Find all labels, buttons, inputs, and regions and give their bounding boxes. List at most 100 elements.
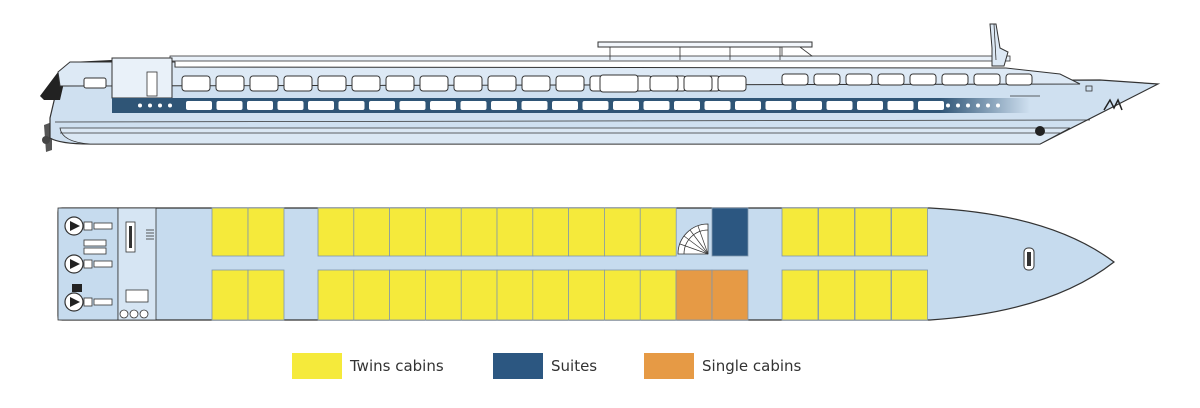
stern-door (146, 71, 158, 97)
ship-side-view (40, 23, 1161, 152)
engine-arrow-icon (70, 259, 80, 269)
bow-window (845, 73, 873, 86)
upper-window (385, 75, 415, 92)
engine-shaft (93, 298, 113, 306)
hull-line (54, 119, 1091, 123)
twin-cabin (247, 207, 285, 257)
upper-window (215, 75, 245, 92)
twin-cabin (854, 207, 892, 257)
twin-cabin (353, 207, 391, 257)
twin-cabin (424, 207, 462, 257)
bow-window (909, 73, 937, 86)
twin-cabin (496, 207, 534, 257)
yellow-swatch (292, 353, 342, 379)
legend: Twins cabins Suites Single cabins (0, 352, 1200, 382)
bow-capstan-core (1027, 252, 1031, 266)
twin-cabin (389, 269, 427, 321)
bow-light (1085, 85, 1093, 92)
twin-cabin (317, 207, 355, 257)
upper-window (181, 75, 211, 92)
twin-cabin (532, 207, 570, 257)
porthole-icon (946, 103, 950, 108)
porthole-icon (966, 103, 970, 108)
lower-window (216, 101, 243, 110)
engine-arrow-icon (70, 297, 80, 307)
anchor-icon (1035, 126, 1045, 136)
tank-icon (139, 309, 149, 319)
lower-window (369, 101, 395, 110)
twin-cabin (604, 207, 641, 257)
lounge-window (599, 74, 639, 93)
lower-window (277, 101, 304, 110)
upper-window (649, 75, 679, 92)
cabin-grid (211, 207, 928, 321)
wheelhouse (781, 46, 814, 57)
lower-window (460, 101, 487, 110)
upper-window (249, 75, 279, 92)
sun-deck-awning (597, 41, 813, 48)
twin-cabin (818, 207, 855, 257)
stern-house (111, 57, 173, 99)
lower-window (186, 101, 212, 110)
bow-window (877, 73, 905, 86)
twin-cabin (317, 269, 355, 321)
porthole-icon (956, 103, 960, 108)
hull-lower-strip (59, 127, 1071, 145)
lower-window (735, 101, 761, 110)
twin-cabin (389, 207, 427, 257)
lower-window (308, 101, 334, 110)
lower-window (338, 101, 365, 110)
lower-window (430, 101, 456, 110)
lower-window (826, 101, 853, 110)
twin-cabin (604, 269, 641, 321)
stern-stairs-icon (146, 229, 154, 240)
tank-icon (119, 309, 129, 319)
engine-shaft (83, 221, 93, 231)
twin-cabin (568, 207, 605, 257)
lower-window (613, 101, 639, 110)
twin-cabin (639, 269, 677, 321)
porthole-icon (158, 103, 162, 108)
lower-window (918, 101, 944, 110)
lower-window (674, 101, 700, 110)
lower-window (491, 101, 517, 110)
twin-cabin (460, 207, 498, 257)
twin-cabin (496, 269, 534, 321)
lower-window (552, 101, 578, 110)
twin-cabin (818, 269, 855, 321)
twin-cabin (639, 207, 677, 257)
bow-window (941, 73, 969, 86)
lower-window (582, 101, 609, 110)
spiral-staircase-icon (677, 223, 709, 255)
sun-deck-rail (169, 55, 1011, 62)
bow-window (1005, 73, 1033, 86)
upper-window (521, 75, 551, 92)
lower-window (857, 101, 883, 110)
twin-cabin (891, 207, 928, 257)
engine-group (64, 216, 113, 312)
lower-window (765, 101, 792, 110)
legend-item-single: Single cabins (644, 352, 801, 380)
porthole-icon (996, 103, 1000, 108)
lower-window (643, 101, 670, 110)
twin-cabin (854, 269, 892, 321)
stair-rail (129, 226, 132, 248)
engine-shaft (93, 260, 113, 268)
stern-window (83, 77, 107, 89)
twin-cabin (532, 269, 570, 321)
central-corridor (210, 256, 928, 270)
twin-cabin (353, 269, 391, 321)
stern-panel (83, 239, 107, 247)
upper-window (683, 75, 713, 92)
porthole-icon (138, 103, 142, 108)
legend-item-twins: Twins cabins (292, 352, 444, 380)
upper-window (555, 75, 585, 92)
lower-window (796, 101, 822, 110)
twin-cabin (211, 269, 249, 321)
bow-logo-icon (1103, 98, 1123, 111)
porthole-icon (976, 103, 980, 108)
porthole-icon (168, 103, 172, 108)
legend-label: Single cabins (702, 357, 802, 375)
bow-window (813, 73, 841, 86)
twin-cabin (781, 207, 819, 257)
